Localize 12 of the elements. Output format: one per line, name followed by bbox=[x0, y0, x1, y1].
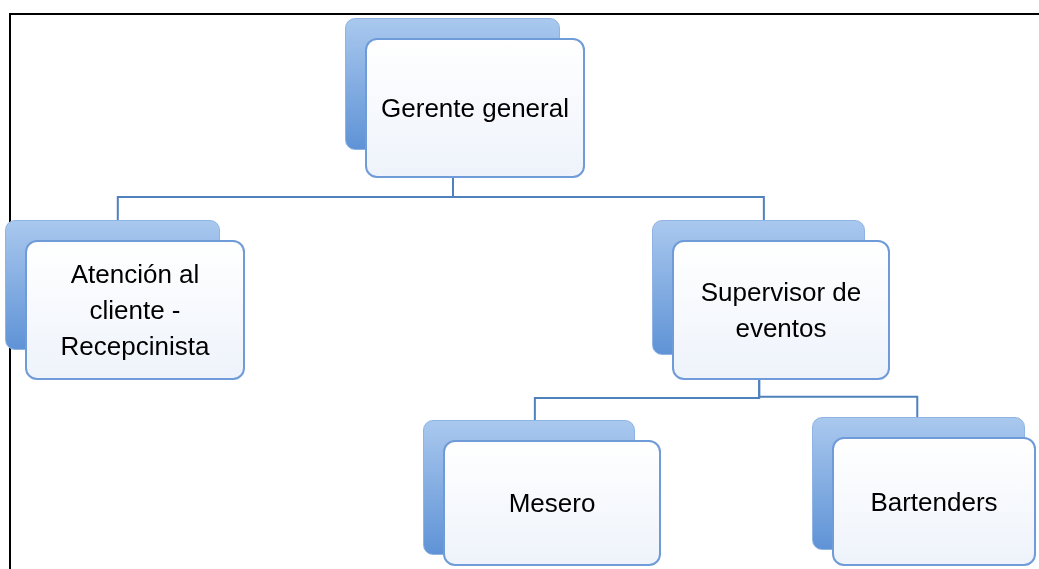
role-label: Mesero bbox=[507, 487, 597, 520]
role-label: Atención al cliente - Recepcinista bbox=[59, 258, 211, 363]
org-chart-box bbox=[423, 420, 661, 566]
role-label: Bartenders bbox=[869, 485, 999, 519]
role-label: Gerente general bbox=[380, 92, 570, 125]
org-chart-box bbox=[812, 417, 1036, 566]
org-chart-box bbox=[652, 220, 890, 380]
org-chart-box bbox=[345, 18, 585, 178]
connector-line bbox=[758, 379, 919, 418]
connector-line bbox=[452, 177, 765, 221]
org-chart-box bbox=[5, 220, 245, 380]
role-label: Supervisor de eventos bbox=[699, 276, 863, 345]
